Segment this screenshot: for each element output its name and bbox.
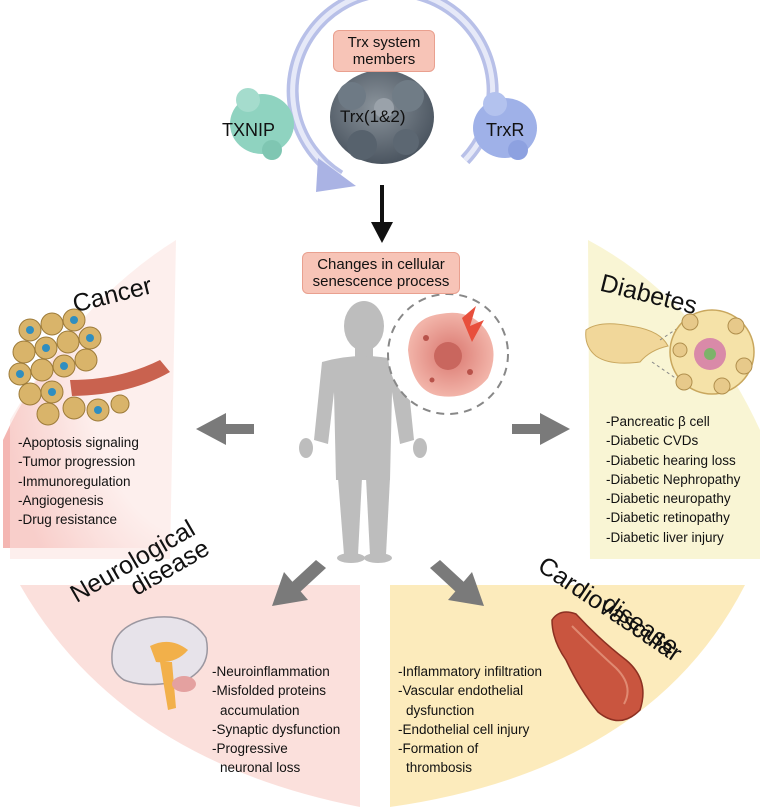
list-item: -Diabetic neuropathy bbox=[606, 491, 731, 507]
arrow-to-neuro-icon bbox=[272, 560, 326, 606]
list-item: -Apoptosis signaling bbox=[18, 435, 139, 450]
pancreas-islet-icon bbox=[585, 309, 755, 395]
list-item: -Tumor progression bbox=[18, 454, 136, 470]
txnip-label: TXNIP bbox=[222, 120, 276, 140]
trx-cycle-arrowhead bbox=[316, 158, 356, 192]
arrow-to-cardio-icon bbox=[430, 560, 484, 606]
list-item: -Diabetic liver injury bbox=[606, 529, 724, 545]
senescent-tissue-icon bbox=[408, 306, 494, 397]
trx-core-label: Trx(1&2) bbox=[340, 107, 406, 126]
diabetes-list: -Pancreatic β cell -Diabetic CVDs -Diabe… bbox=[606, 412, 740, 547]
neuro-sector bbox=[20, 585, 360, 807]
trxr-protein-icon bbox=[473, 92, 537, 160]
list-item: -Pancreatic β cell bbox=[606, 414, 710, 429]
list-item: -Drug resistance bbox=[18, 512, 118, 528]
list-item: -Inflammatory infiltration bbox=[398, 664, 543, 679]
list-item: -Immunoregulation bbox=[18, 473, 131, 489]
list-item: -Endothelial cell injury bbox=[398, 721, 530, 737]
diabetes-sector bbox=[588, 240, 760, 560]
arrow-to-cancer-icon bbox=[196, 413, 254, 445]
list-item: -Synaptic dysfunction bbox=[212, 721, 341, 737]
trx-protein-icon bbox=[330, 70, 434, 164]
list-item: -Diabetic Nephropathy bbox=[606, 471, 741, 487]
tumor-cells-icon bbox=[8, 308, 170, 426]
list-item: -Diabetic hearing loss bbox=[606, 452, 736, 468]
list-item: -Angiogenesis bbox=[18, 492, 104, 508]
trx-system-title: Trx system members bbox=[333, 30, 435, 72]
cancer-list: -Apoptosis signaling -Tumor progression … bbox=[18, 433, 139, 529]
trxr-label: TrxR bbox=[486, 120, 525, 140]
senescence-change-label: Changes in cellular senescence process bbox=[302, 252, 460, 294]
list-item: -Diabetic CVDs bbox=[606, 433, 699, 449]
blood-vessel-icon bbox=[551, 611, 644, 722]
list-item: -Neuroinflammation bbox=[212, 664, 330, 679]
down-arrow-icon bbox=[371, 185, 393, 243]
arrow-to-diabetes-icon bbox=[512, 413, 570, 445]
brain-icon bbox=[111, 616, 208, 710]
human-body-icon bbox=[299, 301, 427, 563]
txnip-protein-icon bbox=[230, 88, 294, 160]
cardio-list: -Inflammatory infiltration -Vascular end… bbox=[398, 662, 542, 778]
list-item: -Diabetic retinopathy bbox=[606, 510, 730, 526]
cardio-sector bbox=[390, 585, 745, 807]
